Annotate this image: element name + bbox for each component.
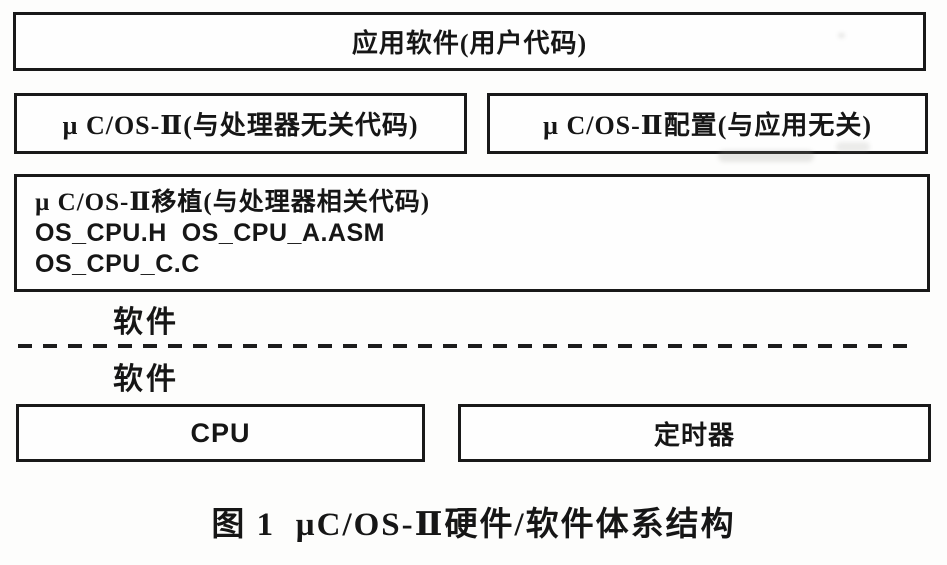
application-software-box: 应用软件(用户代码) [13, 12, 926, 71]
software-label-above-divider: 软件 [113, 306, 179, 339]
scan-smudge-artifact [836, 142, 870, 152]
ucos-config-box: µ C/OS-Ⅱ配置(与应用无关) [487, 93, 928, 154]
ucos-port-box: µ C/OS-Ⅱ移植(与处理器相关代码) OS_CPU.H OS_CPU_A.A… [14, 174, 930, 292]
ucos-port-files-line2: OS_CPU_C.C [35, 250, 200, 278]
ucos-kernel-box: µ C/OS-Ⅱ(与处理器无关代码) [14, 93, 467, 154]
cpu-label: CPU [190, 417, 251, 448]
ucos-kernel-label: µ C/OS-Ⅱ(与处理器无关代码) [62, 111, 419, 140]
software-label-below-divider: 软件 [113, 363, 179, 396]
ucos-port-files-line1: OS_CPU.H OS_CPU_A.ASM [35, 219, 385, 247]
timer-label: 定时器 [653, 420, 735, 450]
ucos-port-title: µ C/OS-Ⅱ移植(与处理器相关代码) [35, 189, 431, 216]
timer-box: 定时器 [458, 404, 931, 462]
application-software-label: 应用软件(用户代码) [351, 29, 588, 58]
ucos-config-label: µ C/OS-Ⅱ配置(与应用无关) [542, 111, 873, 140]
software-hardware-dashed-divider [18, 344, 914, 348]
figure-caption: 图 1 µC/OS-Ⅱ硬件/软件体系结构 [211, 507, 736, 543]
cpu-box: CPU [16, 404, 425, 462]
scan-smudge-artifact [718, 150, 814, 162]
scan-dot-artifact [838, 33, 845, 38]
